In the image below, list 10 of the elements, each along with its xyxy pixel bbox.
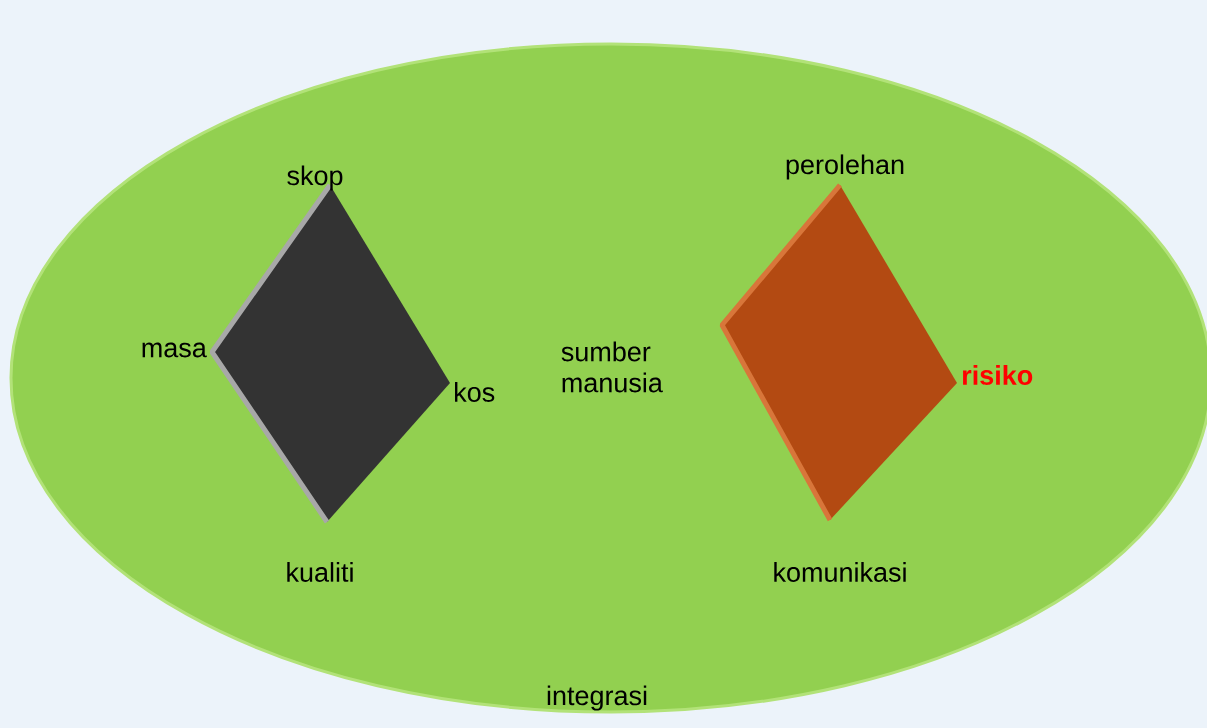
diamond [719,183,957,522]
corner-label: sumber manusia [561,341,663,393]
ellipse-label: integrasi [547,685,647,711]
corner-label: risiko [963,365,1033,385]
corner-label: kos [455,382,495,402]
corner-label: masa [142,342,207,358]
corner-label: komunikasi [774,562,906,582]
corner-label: skop [287,165,343,191]
corner-label: kualiti [287,562,353,582]
corner-label: perolehan [786,154,904,180]
